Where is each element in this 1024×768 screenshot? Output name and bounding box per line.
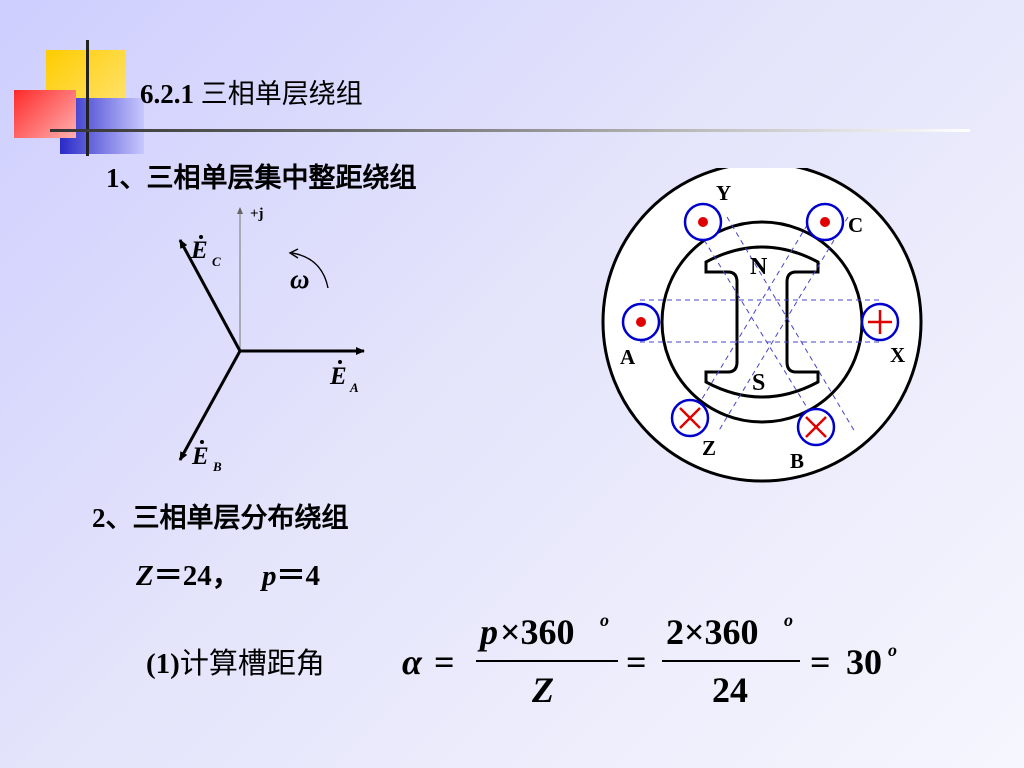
frac2-degree: o xyxy=(784,610,793,630)
flux-lines xyxy=(640,216,880,433)
part2-heading: 2、三相单层分布绕组 xyxy=(92,496,349,535)
formula-eq1: = xyxy=(434,642,455,682)
slot-a-dot xyxy=(621,302,661,342)
part1-heading: 1、三相单层集中整距绕组 xyxy=(106,156,417,195)
formula-alpha: α xyxy=(402,642,423,682)
frac1-denominator: Z xyxy=(531,670,554,710)
label-eb: E B xyxy=(191,440,222,474)
label-ec: E C xyxy=(190,235,221,269)
param-p-value: ＝4 xyxy=(276,560,320,592)
param-p-var: p xyxy=(261,560,277,592)
slot-angle-formula: α = p ×360 o Z = 2×360 o 24 = 30 o xyxy=(402,610,897,710)
rotation-arrow xyxy=(291,252,329,289)
winding-parameters: Z＝24， p＝4 xyxy=(136,552,320,594)
title-underline xyxy=(50,129,970,132)
south-pole-label: S xyxy=(752,370,765,396)
formula-eq2: = xyxy=(626,642,647,682)
svg-text:E: E xyxy=(190,237,208,264)
frac2-denominator: 24 xyxy=(712,670,748,710)
rotor-pole-shoe xyxy=(704,245,820,399)
slot-label-b: B xyxy=(790,449,804,473)
omega-label: ω xyxy=(290,264,310,294)
frac1-degree: o xyxy=(600,610,609,630)
north-pole-label: N xyxy=(750,254,768,280)
imag-axis-label: +j xyxy=(250,206,264,222)
slot-z-cross xyxy=(670,398,710,438)
slot-y-dot xyxy=(683,202,723,242)
svg-text:A: A xyxy=(349,380,359,395)
page-title: 6.2.1 三相单层绕组 xyxy=(140,72,363,111)
svg-text:B: B xyxy=(212,459,222,474)
slot-label-c: C xyxy=(848,213,863,237)
part2-text: 三相单层分布绕组 xyxy=(132,503,349,534)
result-degree: o xyxy=(888,640,897,660)
part1-text: 三相单层集中整距绕组 xyxy=(146,163,417,194)
deco-vertical-line xyxy=(86,40,89,156)
frac2-numerator: 2×360 xyxy=(666,612,759,652)
slot-label-x: X xyxy=(890,343,905,367)
slot-c-dot xyxy=(805,202,845,242)
calc-label: (1)计算槽距角 xyxy=(146,640,325,682)
param-z-value: ＝24， xyxy=(153,560,241,592)
phasor-eb xyxy=(178,350,242,461)
phasor-diagram: +j ω E C E A E B xyxy=(178,206,365,474)
slot-label-a: A xyxy=(620,345,636,369)
frac1-numerator-rest: ×360 xyxy=(500,612,575,652)
slot-label-y: Y xyxy=(716,181,731,205)
formula-eq3: = xyxy=(810,642,831,682)
slot-b-cross xyxy=(796,407,836,447)
calc-step-text: 计算槽距角 xyxy=(179,646,325,680)
calc-step-number: (1) xyxy=(146,648,180,680)
part2-number: 2、 xyxy=(92,503,133,533)
svg-text:C: C xyxy=(212,254,221,269)
svg-text:E: E xyxy=(191,443,209,470)
slot-x-cross xyxy=(860,302,900,342)
label-ea: E A xyxy=(329,360,359,395)
param-z-var: Z xyxy=(136,560,154,592)
slot-label-z: Z xyxy=(702,436,716,460)
svg-text:E: E xyxy=(329,363,347,390)
part1-number: 1、 xyxy=(106,163,147,193)
formula-result: 30 xyxy=(846,642,882,682)
machine-cross-section: N S Y C A X Z B xyxy=(601,168,923,483)
section-name: 三相单层绕组 xyxy=(200,79,363,110)
frac1-numerator-p: p xyxy=(477,612,498,652)
section-number: 6.2.1 xyxy=(140,79,194,109)
phasor-ec xyxy=(178,239,242,352)
